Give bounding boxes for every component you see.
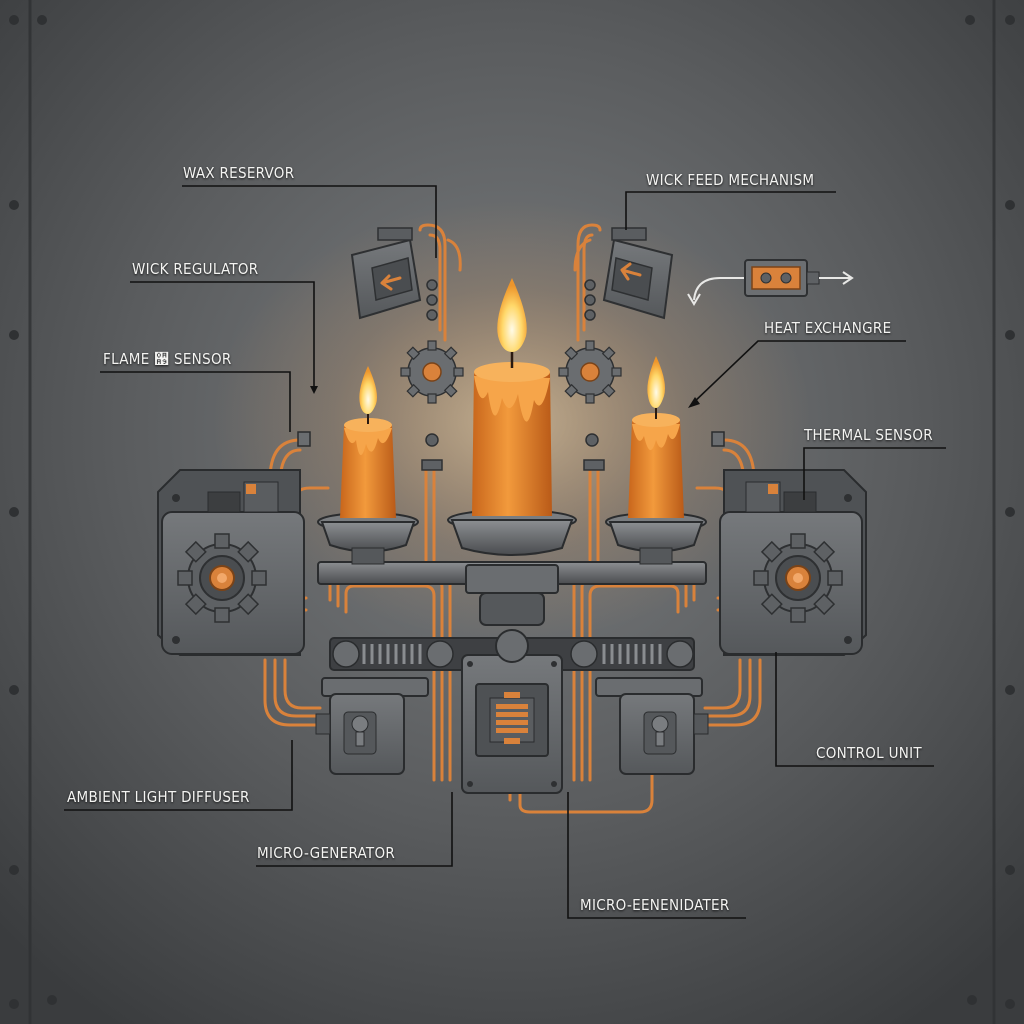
leader-arrowheads bbox=[310, 386, 700, 408]
leader-micro-generator-2 bbox=[567, 792, 746, 919]
wick-feed-mechanism-unit bbox=[602, 227, 674, 320]
label-control-unit: CONTROL UNIT bbox=[816, 744, 922, 762]
label-wick-regulator: WICK REGULATOR bbox=[132, 260, 259, 278]
sensor-studs bbox=[297, 431, 725, 447]
candle-holder-center bbox=[447, 509, 577, 556]
leader-flame-sensor bbox=[100, 371, 291, 432]
leader-heat-exchanger bbox=[691, 340, 906, 405]
panel-rivets bbox=[9, 15, 1015, 1009]
leader-thermal-sensor bbox=[803, 447, 946, 500]
center-control-block bbox=[461, 629, 563, 794]
label-wick-feed-mechanism: WICK FEED MECHANISM bbox=[646, 171, 815, 189]
label-flame-sensor: FLAME ઩ SENSOR bbox=[103, 350, 232, 368]
label-micro-generator: MICRO-GENERATOR bbox=[257, 844, 396, 862]
leader-wax-reservoir bbox=[182, 185, 437, 258]
candle-base-rail bbox=[317, 561, 707, 626]
label-ambient-light-diffuser: AMBIENT LIGHT DIFFUSER bbox=[67, 788, 250, 806]
label-thermal-sensor: THERMAL SENSOR bbox=[804, 426, 933, 444]
left-switch-block bbox=[315, 677, 429, 775]
candle-center bbox=[472, 278, 552, 516]
feed-shafts bbox=[421, 279, 605, 471]
label-wax-reservoir: WAX RESERVOR bbox=[183, 164, 295, 182]
wax-reservoir-unit bbox=[350, 227, 422, 320]
candle-left bbox=[340, 366, 396, 518]
leader-control-unit bbox=[775, 652, 934, 767]
candle-right bbox=[628, 356, 684, 518]
leader-wick-regulator bbox=[130, 281, 315, 390]
right-switch-block bbox=[595, 677, 709, 775]
panel-seams bbox=[28, 0, 996, 1024]
right-gearbox bbox=[719, 469, 867, 656]
left-gearbox bbox=[157, 469, 305, 656]
leader-lines bbox=[64, 185, 946, 919]
heat-exchanger-box bbox=[687, 259, 854, 306]
label-heat-exchanger: HEAT EXCHANGRE bbox=[764, 319, 892, 337]
right-feed-gear bbox=[558, 340, 622, 404]
leader-ambient-light bbox=[64, 740, 293, 811]
left-feed-gear bbox=[400, 340, 464, 404]
leader-wick-feed bbox=[625, 191, 836, 230]
label-micro-generator-2: MICRO-EENENIDATER bbox=[580, 896, 730, 914]
leader-micro-generator bbox=[256, 792, 453, 867]
